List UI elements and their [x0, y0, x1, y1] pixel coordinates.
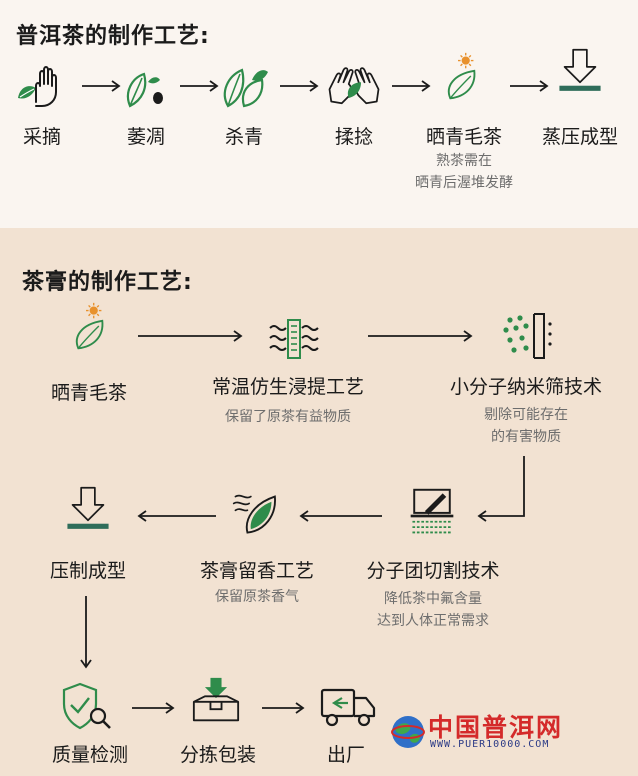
arrow-left-icon: [137, 510, 216, 522]
molecule-cutting-icon: [410, 488, 454, 534]
press-down-icon: [67, 486, 109, 529]
watermark-url: WWW.PUER10000.COM: [430, 739, 550, 750]
arrow-right-icon: [138, 330, 243, 342]
arrow-right-icon: [510, 80, 549, 92]
puer-section: [0, 0, 638, 228]
paste-section: [0, 228, 638, 776]
arrow-right-icon: [280, 80, 319, 92]
puer-title: 普洱茶的制作工艺:: [16, 24, 210, 49]
step-label: 出厂: [326, 744, 365, 766]
step-note: 达到人体正常需求: [377, 613, 489, 629]
step-label: 杀青: [224, 126, 263, 148]
step-label: 质量检测: [51, 744, 128, 766]
arrow-right-icon: [392, 80, 431, 92]
watermark-logo: 中国普洱网 WWW.PUER10000.COM: [390, 708, 630, 758]
arrow-right-icon: [368, 330, 473, 342]
arrow-down-icon: [80, 596, 92, 669]
step-label: 蒸压成型: [541, 126, 618, 148]
press-down-icon: [559, 48, 601, 91]
extraction-tank-icon: [269, 319, 319, 359]
arrow-left-icon: [299, 510, 382, 522]
step-label: 晒青毛茶: [50, 382, 127, 404]
sun-leaf-icon: [76, 302, 104, 350]
arrow-right-icon: [180, 80, 219, 92]
arrow-down-left-icon: [477, 456, 525, 522]
arrow-right-icon: [262, 702, 305, 714]
step-label: 常温仿生浸提工艺: [211, 376, 364, 398]
step-label: 分拣包装: [179, 744, 256, 766]
step-label: 萎凋: [126, 126, 165, 148]
step-label: 茶膏留香工艺: [199, 560, 314, 582]
watermark-name: 中国普洱网: [428, 713, 564, 742]
sun-leaf-icon: [448, 52, 476, 100]
paste-title: 茶膏的制作工艺:: [22, 270, 193, 295]
step-label: 压制成型: [49, 560, 126, 582]
step-note: 保留了原茶有益物质: [225, 409, 351, 425]
step-note: 熟茶需在: [436, 153, 492, 169]
nano-sieve-icon: [503, 313, 552, 359]
step-label: 采摘: [22, 126, 61, 148]
step-note: 剔除可能存在: [484, 407, 568, 423]
hands-rolling-icon: [328, 67, 380, 105]
step-label: 小分子纳米筛技术: [449, 376, 602, 398]
step-note: 保留原茶香气: [215, 589, 299, 605]
step-label: 揉捻: [334, 126, 373, 148]
delivery-truck-icon: [320, 688, 376, 727]
leaves-icon: [223, 68, 268, 108]
step-note: 的有害物质: [491, 429, 561, 445]
wilting-leaf-icon: [126, 72, 163, 108]
hand-leaf-icon: [18, 66, 57, 107]
shield-check-icon: [62, 682, 111, 730]
step-label: 晒青毛茶: [425, 126, 502, 148]
globe-icon: [391, 716, 425, 748]
arrow-right-icon: [82, 80, 121, 92]
step-note: 晒青后渥堆发酵: [415, 175, 513, 191]
package-box-icon: [192, 677, 240, 722]
step-note: 降低茶中氟含量: [384, 591, 482, 607]
step-label: 分子团切割技术: [366, 560, 500, 582]
arrow-right-icon: [132, 702, 175, 714]
aroma-leaf-icon: [232, 494, 276, 534]
